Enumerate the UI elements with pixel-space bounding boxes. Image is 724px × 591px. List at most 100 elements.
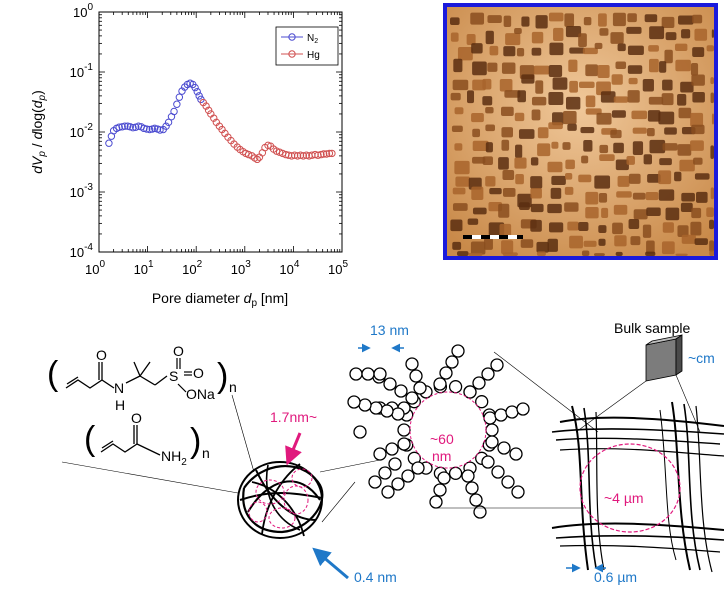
polymer-coil: [237, 461, 324, 539]
label-bulk-sample: Bulk sample: [614, 320, 690, 336]
bead: [353, 425, 367, 439]
afm-grain: [482, 96, 493, 106]
data-point-hg: [299, 152, 308, 160]
label-0-6um: 0.6 µm: [594, 569, 637, 585]
afm-grain: [709, 250, 714, 256]
afm-grain: [467, 90, 475, 104]
bead: [380, 404, 394, 418]
afm-grain: [710, 92, 714, 104]
afm-grain: [487, 15, 502, 24]
afm-grain: [647, 174, 661, 183]
x-axis-label: Pore diameter dp [nm]: [152, 290, 288, 309]
afm-grain: [690, 63, 699, 76]
afm-grain: [694, 238, 708, 246]
afm-grain: [531, 31, 544, 44]
bead: [385, 442, 399, 456]
chem-paren-close-2: ): [190, 422, 201, 460]
bead: [369, 401, 383, 415]
guide-line-3: [319, 459, 381, 473]
data-point-hg: [328, 149, 336, 158]
bead: [448, 380, 463, 394]
afm-grain: [501, 240, 514, 255]
afm-grain: [489, 45, 499, 56]
afm-grain: [627, 90, 640, 103]
data-point-hg: [290, 151, 299, 159]
chem-o-2: O: [131, 410, 142, 426]
afm-grain: [564, 202, 579, 212]
label-13nm: 13 nm: [370, 322, 409, 338]
afm-grain: [662, 222, 674, 233]
afm-grain: [498, 157, 509, 170]
afm-grain: [583, 139, 593, 152]
bead: [413, 381, 427, 395]
afm-grain: [706, 45, 714, 52]
afm-image: [443, 3, 718, 260]
afm-grain: [614, 235, 627, 247]
afm-grain: [692, 47, 705, 58]
afm-grain: [454, 160, 470, 175]
afm-grain: [501, 106, 514, 116]
legend-n2-label: N2: [307, 33, 318, 45]
guide-line-4: [321, 481, 356, 523]
afm-grain: [632, 192, 646, 200]
afm-grain: [679, 159, 695, 172]
afm-grain: [454, 107, 464, 115]
bead: [516, 402, 530, 416]
series-hg: [199, 98, 336, 164]
data-point-hg: [325, 149, 334, 158]
afm-grain: [552, 77, 568, 90]
bead: [397, 423, 411, 437]
afm-grain: [450, 92, 461, 101]
afm-grain: [711, 29, 714, 38]
label-cm: ~cm: [688, 350, 715, 366]
afm-grain: [694, 173, 710, 180]
afm-grain: [535, 80, 544, 94]
chem-acrylamide: ( O NH2 ) n: [84, 410, 210, 468]
afm-grain: [615, 61, 627, 69]
afm-grain: [598, 192, 608, 203]
afm-grain: [581, 250, 590, 256]
guide-line-1: [231, 394, 255, 473]
afm-grain: [485, 107, 494, 114]
legend-hg-marker: [288, 50, 296, 58]
afm-grain: [646, 207, 661, 217]
afm-grain: [659, 61, 667, 73]
afm-grain: [613, 204, 628, 215]
afm-grain: [468, 177, 482, 190]
afm-grain: [579, 81, 595, 89]
bead: [494, 408, 508, 422]
x-tick-label: 105: [328, 259, 348, 277]
afm-grain: [661, 16, 675, 28]
afm-grain: [711, 113, 714, 125]
afm-grain: [482, 156, 493, 165]
afm-grain: [504, 90, 521, 98]
afm-grain: [472, 128, 481, 138]
afm-grain: [691, 74, 705, 86]
bead: [358, 398, 372, 412]
data-point-hg: [244, 150, 253, 159]
afm-grain: [470, 241, 486, 255]
chem-o: O: [96, 347, 107, 363]
afm-grain: [567, 221, 579, 231]
label-0-4nm: 0.4 nm: [354, 569, 397, 585]
bead: [481, 367, 495, 381]
afm-grain: [648, 96, 664, 105]
afm-grain: [457, 47, 473, 61]
afm-grain: [547, 203, 562, 214]
afm-grain: [450, 219, 463, 232]
afm-grain: [536, 241, 549, 253]
bead: [485, 423, 499, 437]
afm-grain: [567, 123, 577, 131]
afm-grain: [547, 238, 558, 252]
chem-paren-open: (: [47, 355, 59, 393]
afm-grain: [627, 45, 644, 56]
afm-grain: [659, 158, 672, 166]
afm-grain: [568, 59, 578, 73]
afm-grain: [665, 32, 677, 41]
afm-grain: [710, 187, 714, 200]
bead: [347, 395, 361, 409]
afm-grain: [645, 191, 659, 201]
afm-grain: [627, 13, 637, 23]
bead: [378, 466, 392, 480]
bulk-sample-cube: [645, 334, 683, 382]
